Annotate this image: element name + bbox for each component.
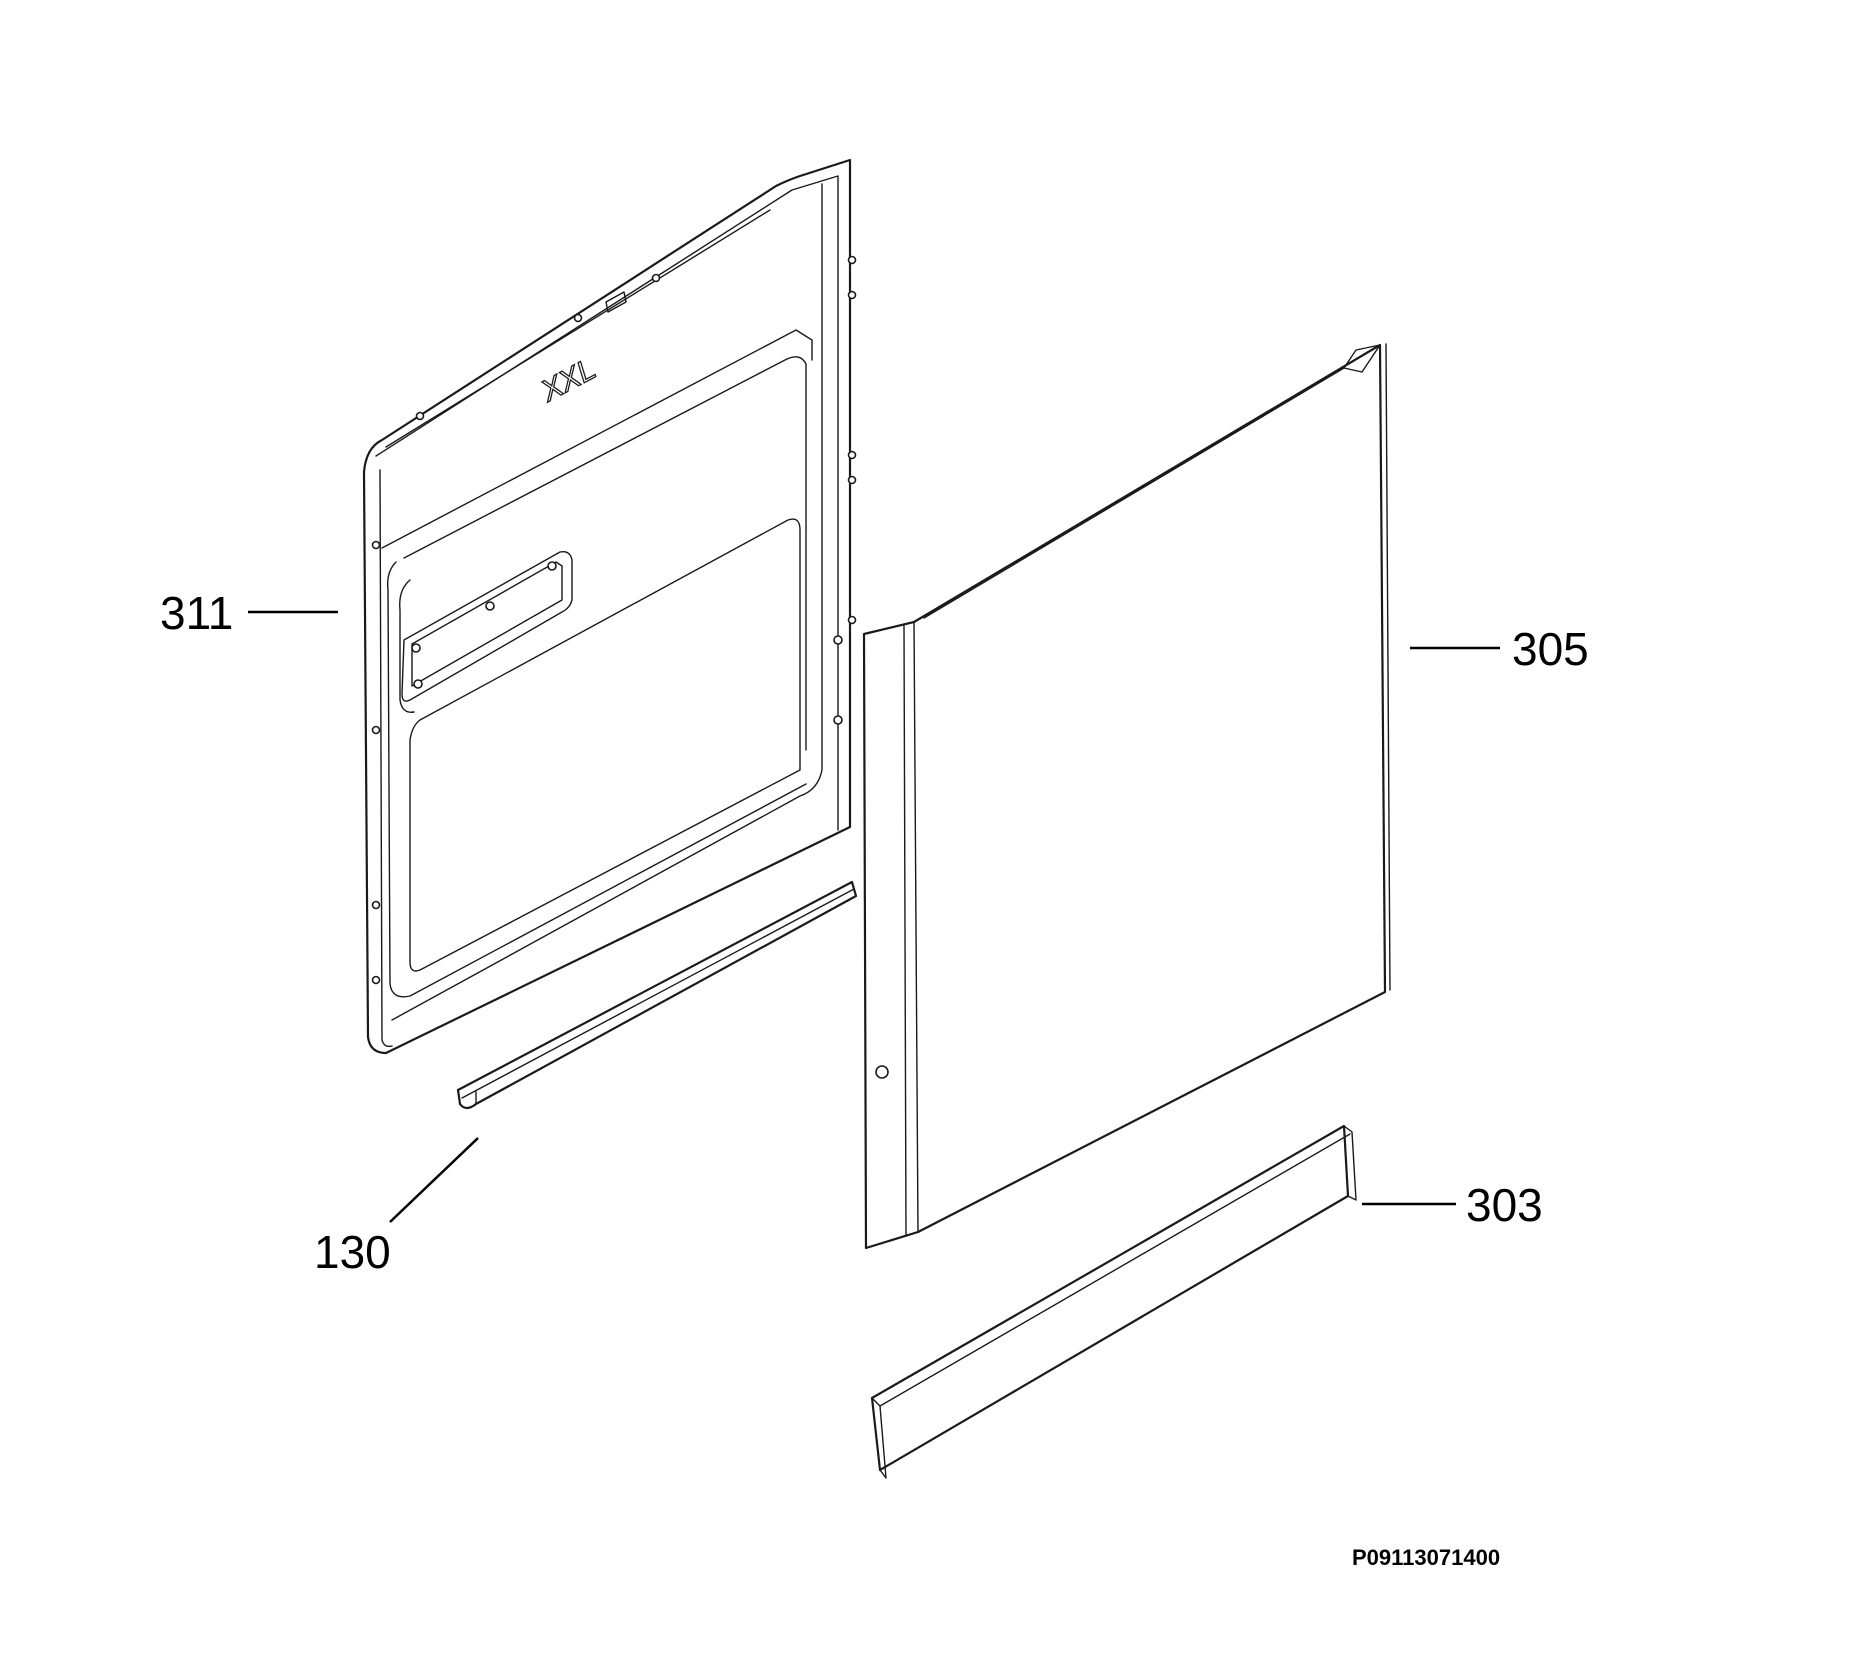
drawing-code: P09113071400 bbox=[1352, 1545, 1500, 1570]
leader-line-130 bbox=[389, 1137, 479, 1223]
kick-plate-part bbox=[870, 1124, 1357, 1479]
outer-door-panel-part bbox=[862, 343, 1391, 1250]
callout-305: 305 bbox=[1512, 623, 1589, 675]
callout-303: 303 bbox=[1466, 1179, 1543, 1231]
xxl-logo: XXL bbox=[535, 352, 601, 408]
callout-130: 130 bbox=[314, 1226, 391, 1278]
inner-door-part: XXL bbox=[362, 158, 857, 1055]
seal-strip-part bbox=[456, 880, 858, 1110]
callout-311: 311 bbox=[160, 587, 233, 639]
